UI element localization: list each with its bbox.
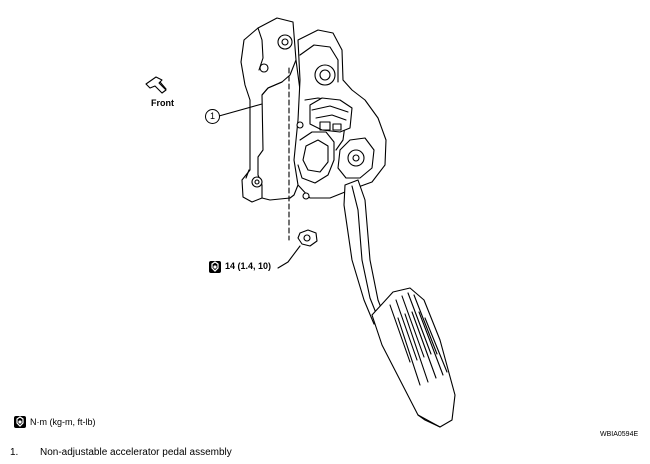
torque-leader bbox=[277, 245, 301, 269]
parts-list-description: Non-adjustable accelerator pedal assembl… bbox=[40, 447, 232, 458]
callout-leader bbox=[218, 103, 263, 117]
pedal-arm bbox=[343, 179, 386, 325]
torque-wrench-icon bbox=[14, 416, 26, 428]
units-legend: N·m (kg-m, ft-lb) bbox=[30, 417, 96, 427]
nut bbox=[297, 229, 318, 247]
torque-spec: 14 (1.4, 10) bbox=[225, 261, 272, 271]
torque-wrench-icon bbox=[209, 261, 221, 273]
parts-list-number: 1. bbox=[10, 447, 19, 458]
figure-code: WBIA0594E bbox=[600, 431, 639, 438]
pedal-housing bbox=[293, 29, 387, 200]
pedal-pad bbox=[371, 287, 456, 428]
callout-1: 1 bbox=[205, 109, 220, 124]
front-label: Front bbox=[151, 98, 174, 108]
mounting-bracket bbox=[240, 17, 301, 203]
front-arrow-icon bbox=[145, 76, 167, 94]
